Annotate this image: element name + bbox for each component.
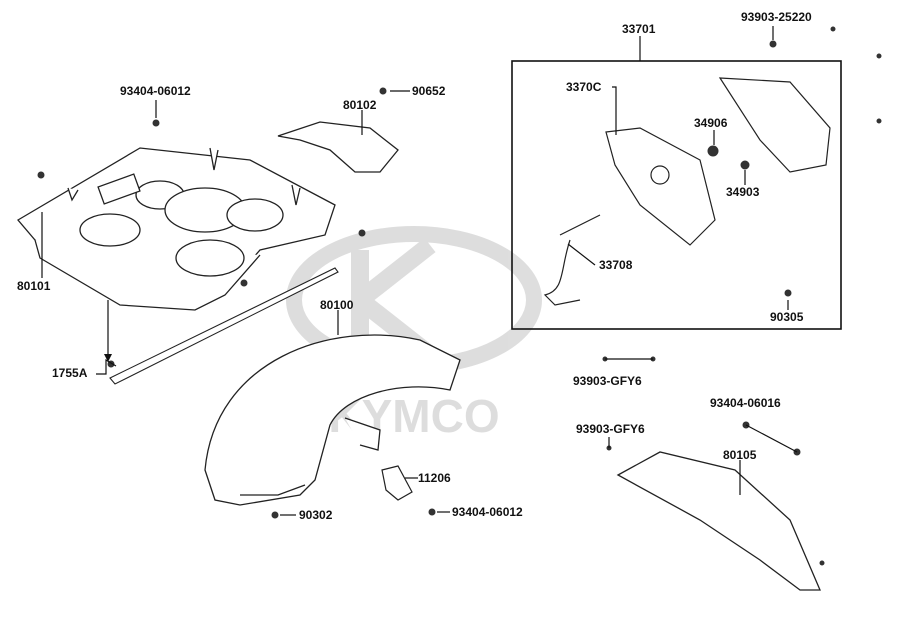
part-label: 80102 [343, 98, 377, 112]
part-label: 33701 [622, 22, 656, 36]
part-label: 11206 [418, 471, 451, 485]
part-label: 90305 [770, 310, 804, 324]
part-label: 93404-06016 [710, 396, 781, 410]
part-label: 80105 [723, 448, 757, 462]
part-label: 93903-GFY6 [576, 422, 645, 436]
part-label: 93903-GFY6 [573, 374, 642, 388]
part-label: 34906 [694, 116, 728, 130]
rear-fender-drawing [204, 334, 461, 506]
taillight-assembly-box [511, 60, 842, 330]
part-label: 80101 [17, 279, 51, 293]
part-label: 34903 [726, 185, 760, 199]
part-label: 93404-06012 [120, 84, 191, 98]
bracket-drawing [381, 465, 413, 501]
part-label: 80100 [320, 298, 354, 312]
part-label: 93903-25220 [741, 10, 812, 24]
leader-lines [41, 26, 798, 516]
part-label: 90302 [299, 508, 333, 522]
part-label: 3370C [566, 80, 602, 94]
part-label: 33708 [599, 258, 633, 272]
part-label: 90652 [412, 84, 446, 98]
license-bracket-drawing [616, 451, 821, 591]
part-label: 1755A [52, 366, 88, 380]
arrow-head [104, 354, 112, 362]
taillight-drawing [543, 77, 831, 306]
strap-drawing [109, 267, 339, 385]
small-cover-drawing [277, 121, 399, 173]
part-label: 93404-06012 [452, 505, 523, 519]
inner-cover-drawing [17, 147, 336, 311]
